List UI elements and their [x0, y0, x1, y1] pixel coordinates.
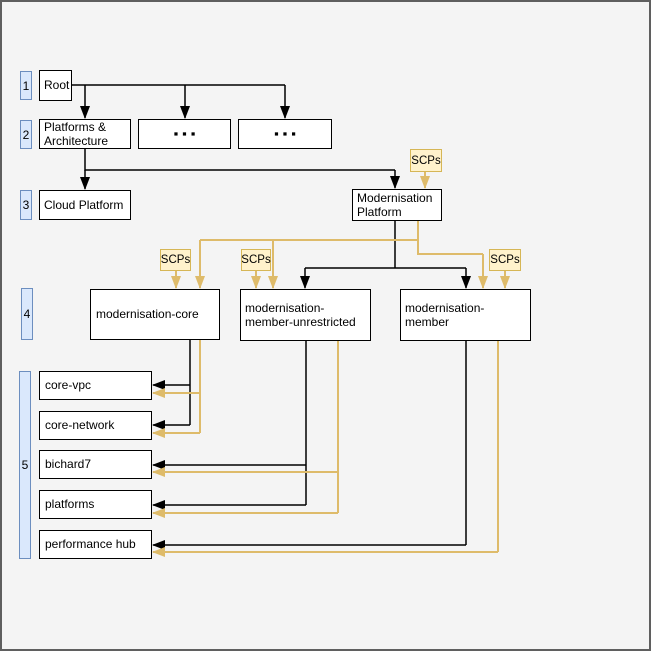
node-bichard7-label: bichard7: [45, 457, 92, 472]
node-bichard7: bichard7: [39, 450, 152, 479]
scps-tag-member: SCPs: [489, 249, 521, 271]
level-badge-4-label: 4: [23, 307, 31, 321]
edge-platforms-architecture-branch: [84, 149, 395, 171]
scps-tag-label: SCPs: [411, 154, 441, 167]
scp-edges: [152, 172, 510, 557]
node-ou-other-2: ▪▪▪: [238, 119, 332, 149]
node-root-label: Root: [44, 78, 70, 93]
node-modernisation-member-label: modernisation-member: [405, 300, 485, 329]
node-performance-hub-label: performance hub: [45, 537, 136, 552]
node-core-network-label: core-network: [45, 418, 115, 433]
scps-tag-member-unrestricted: SCPs: [241, 249, 271, 271]
node-platforms: platforms: [39, 490, 152, 519]
scps-tag-modernisation-platform: SCPs: [410, 149, 442, 172]
node-modernisation-core-label: modernisation-core: [96, 307, 199, 322]
node-platforms-architecture-label: Platforms & Architecture: [44, 119, 109, 148]
node-ou-other-2-label: ▪▪▪: [274, 126, 300, 142]
node-modernisation-platform: Modernisation Platform: [352, 189, 442, 221]
hierarchy-edges: [71, 84, 471, 550]
edge-modernisation-platform-branch: [305, 221, 466, 269]
level-badge-5: 5: [19, 371, 31, 559]
node-modernisation-member: modernisation-member: [400, 289, 531, 341]
node-ou-other-1-label: ▪▪▪: [173, 126, 200, 142]
node-platforms-label: platforms: [45, 497, 95, 512]
node-core-vpc-label: core-vpc: [45, 378, 92, 393]
node-core-network: core-network: [39, 411, 152, 440]
scps-tag-label: SCPs: [241, 254, 271, 266]
node-modernisation-core: modernisation-core: [90, 289, 220, 340]
level-badge-2: 2: [20, 120, 32, 149]
scps-tag-core: SCPs: [160, 249, 191, 271]
level-badge-2-label: 2: [22, 127, 30, 142]
node-cloud-platform-label: Cloud Platform: [44, 197, 124, 212]
node-core-vpc: core-vpc: [39, 371, 152, 400]
node-root: Root: [39, 70, 72, 101]
node-modernisation-platform-label: Modernisation Platform: [357, 190, 433, 219]
node-cloud-platform: Cloud Platform: [39, 190, 131, 220]
level-badge-1: 1: [20, 71, 32, 100]
edge-mp-scp-branch: [200, 221, 483, 255]
node-modernisation-member-unrestricted-label: modernisation-member-unrestricted: [245, 300, 356, 329]
scps-tag-label: SCPs: [160, 254, 191, 266]
scps-tag-label: SCPs: [490, 254, 520, 266]
level-badge-3-label: 3: [22, 198, 30, 212]
node-performance-hub: performance hub: [39, 530, 152, 559]
level-badge-1-label: 1: [22, 78, 30, 93]
node-platforms-architecture: Platforms & Architecture: [39, 119, 131, 149]
level-badge-3: 3: [20, 190, 32, 220]
level-badge-5-label: 5: [21, 458, 29, 472]
level-badge-4: 4: [21, 288, 33, 340]
node-modernisation-member-unrestricted: modernisation-member-unrestricted: [240, 289, 371, 341]
node-ou-other-1: ▪▪▪: [138, 119, 231, 149]
